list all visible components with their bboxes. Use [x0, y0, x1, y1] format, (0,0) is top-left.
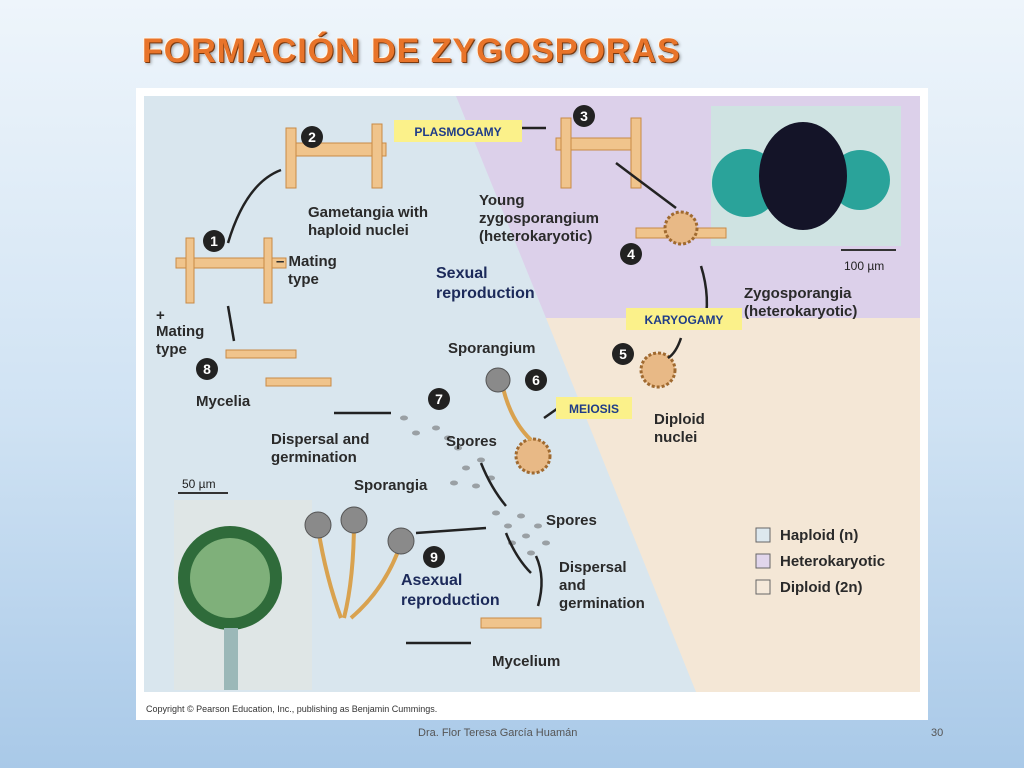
spores-bottom-label: Spores [546, 512, 597, 529]
dispersal-right-label-line1: Dispersal [559, 559, 627, 576]
step-3-number: 3 [580, 108, 588, 124]
minus-mating-label-line1: – Mating [276, 253, 337, 270]
diploid-label-line2: nuclei [654, 429, 697, 446]
spores-top-label: Spores [446, 433, 497, 450]
karyogamy-box [626, 308, 742, 330]
karyogamy-label: KARYOGAMY [645, 313, 724, 327]
step-5-number: 5 [619, 346, 627, 362]
step-7-number: 7 [435, 391, 443, 407]
sporangium-photo [174, 500, 312, 690]
plus-mating-label-line3: type [156, 341, 187, 358]
mycelium-label: Mycelium [492, 653, 560, 670]
legend-swatch-diploid [755, 579, 771, 595]
mycelia-hyphae [225, 349, 297, 359]
young-zygo-label-line2: zygosporangium [479, 210, 599, 227]
plasmogamy-hyphae-c [630, 117, 642, 189]
minus-mating-label-line2: type [288, 271, 319, 288]
step-6-number: 6 [532, 372, 540, 388]
mycelia-hyphae-b [265, 377, 332, 387]
legend-label-haploid: Haploid (n) [780, 527, 858, 544]
copyright-text: Copyright © Pearson Education, Inc., pub… [146, 704, 437, 714]
mating-hyphae-1 [175, 257, 287, 269]
gametangia-hyphae-b [285, 127, 297, 189]
young-zygo-label-line1: Young [479, 192, 525, 209]
asexual-label-line1: Asexual [401, 572, 462, 589]
mycelia-label: Mycelia [196, 393, 251, 410]
diploid-zygosporangium [639, 351, 677, 389]
step-8-number: 8 [203, 361, 211, 377]
spores-cluster-top [400, 415, 495, 489]
sexual-label-line2: reproduction [436, 285, 535, 302]
zygosporangium-photo [711, 106, 901, 246]
step-1-number: 1 [210, 233, 218, 249]
sporangia-head-2 [340, 506, 368, 534]
sporangia-head-3 [387, 527, 415, 555]
plus-mating-label-line2: Mating [156, 323, 204, 340]
step-circles [196, 105, 642, 568]
young-zygosporangium [663, 210, 699, 246]
legend-swatch-haploid [755, 527, 771, 543]
sporangium-label: Sporangium [448, 340, 536, 357]
legend: Haploid (n) Heterokaryotic Diploid (2n) [755, 527, 885, 596]
mating-hyphae-1b [185, 237, 195, 304]
lifecycle-diagram: 100 µm 50 µm [136, 88, 928, 720]
legend-swatch-heterokaryotic [755, 553, 771, 569]
diploid-label-line1: Diploid [654, 411, 705, 428]
gametangia-label-line2: haploid nuclei [308, 222, 409, 239]
zygosporangia-label-line2: (heterokaryotic) [744, 303, 857, 320]
step-2-number: 2 [308, 129, 316, 145]
diploid-region [546, 318, 920, 692]
dispersal-right-label-line3: germination [559, 595, 645, 612]
mycelium-hyphae [480, 617, 542, 629]
copyright-strip [136, 696, 928, 720]
sporangium-head [485, 367, 511, 393]
scale-label-bottom: 50 µm [182, 477, 216, 491]
gametangia-hyphae-c [371, 123, 383, 189]
spores-cluster-bottom [492, 510, 550, 556]
plasmogamy-box [394, 120, 522, 142]
sexual-label-line1: Sexual [436, 265, 488, 282]
zygosporangia-label-line1: Zygosporangia [744, 285, 852, 302]
gametangia-label-line1: Gametangia with [308, 204, 428, 221]
young-zygo-label-line3: (heterokaryotic) [479, 228, 592, 245]
scale-label-top: 100 µm [844, 259, 884, 273]
legend-label-diploid: Diploid (2n) [780, 579, 863, 596]
mating-hyphae-1c [263, 237, 273, 304]
plasmogamy-label: PLASMOGAMY [414, 125, 501, 139]
page-number: 30 [931, 727, 944, 739]
germinating-zygosporangium [514, 437, 552, 475]
step-9-number: 9 [430, 549, 438, 565]
plus-mating-label-line1: + [156, 307, 165, 324]
footer-author: Dra. Flor Teresa García Huamán [418, 727, 578, 739]
plasmogamy-hyphae-b [560, 117, 572, 189]
meiosis-label: MEIOSIS [569, 402, 619, 416]
meiosis-box [556, 397, 632, 419]
zygospore-lifecycle-figure: 100 µm 50 µm [136, 88, 928, 720]
sporangia-head-1 [304, 511, 332, 539]
asexual-label-line2: reproduction [401, 592, 500, 609]
sporangia-label: Sporangia [354, 477, 428, 494]
step-4-number: 4 [627, 246, 635, 262]
gametangia-hyphae [285, 142, 387, 157]
dispersal-left-label-line1: Dispersal and [271, 431, 369, 448]
slide-title: FORMACIÓN DE ZYGOSPORAS [142, 32, 681, 70]
dispersal-right-label-line2: and [559, 577, 586, 594]
dispersal-left-label-line2: germination [271, 449, 357, 466]
legend-label-heterokaryotic: Heterokaryotic [780, 553, 885, 570]
